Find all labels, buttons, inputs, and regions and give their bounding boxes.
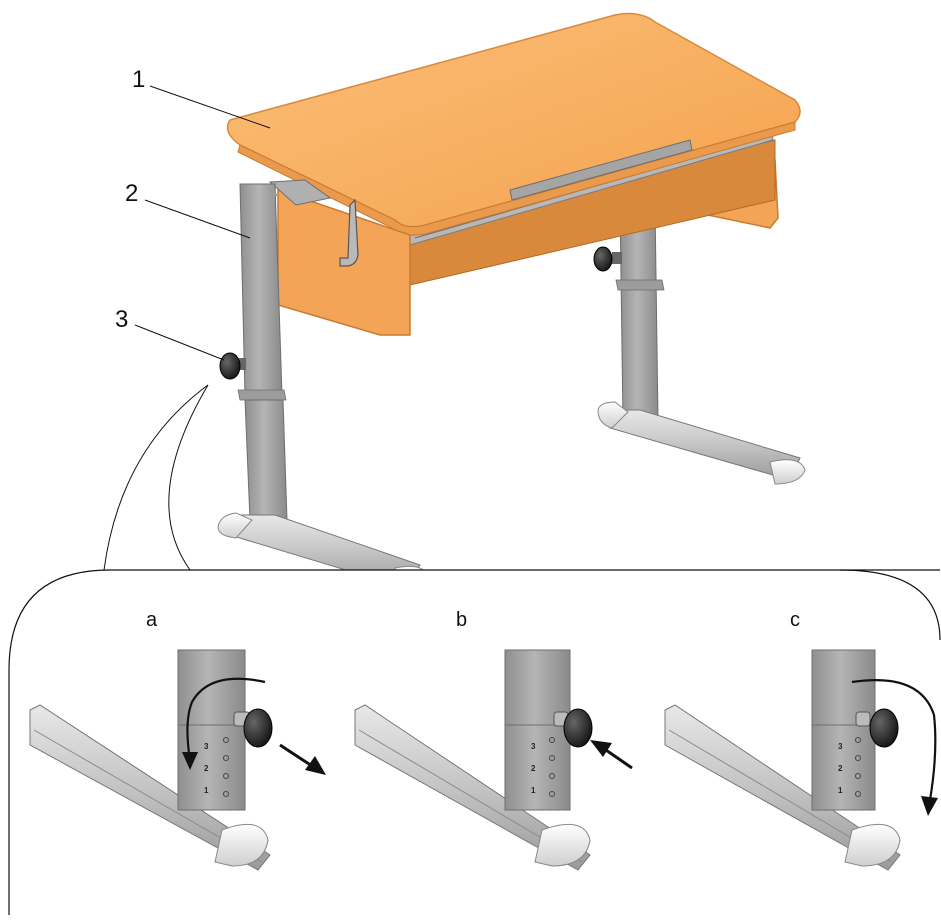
bag-hook-icon	[339, 198, 359, 267]
scale-mark-1: 1	[204, 786, 209, 795]
right-leg	[597, 204, 806, 485]
callout-1-label: 1	[132, 66, 146, 93]
detail-b: 3 2 1	[354, 649, 633, 871]
zoom-line-right	[168, 384, 209, 571]
push-in-arrow-icon	[602, 746, 633, 770]
zoom-line-left	[103, 384, 209, 571]
knob-icon	[243, 708, 273, 748]
step-a-label: a	[146, 609, 158, 631]
right-foot-cap	[769, 459, 806, 485]
leader-1	[149, 85, 271, 129]
right-knob-icon	[593, 246, 622, 272]
rotate-cw-arrow-icon	[851, 679, 937, 801]
scale-mark-3: 3	[531, 742, 536, 751]
callout-leaders	[134, 85, 271, 361]
step-c-label: c	[790, 609, 800, 631]
scale-mark-2: 2	[838, 764, 843, 773]
leader-2	[144, 199, 251, 239]
scale-mark-3: 3	[204, 742, 209, 751]
callout-2-label: 2	[125, 180, 139, 207]
left-knob-icon	[219, 352, 246, 380]
knob-icon	[563, 708, 593, 748]
scale-mark-1: 1	[838, 786, 843, 795]
pen-tray	[509, 139, 693, 201]
callout-3-label: 3	[115, 306, 129, 333]
pull-out-arrow-icon	[279, 743, 313, 768]
detail-c: 3 2 1	[664, 649, 938, 871]
step-b-label: b	[456, 609, 468, 631]
leader-3	[134, 324, 225, 361]
scale-mark-1: 1	[531, 786, 536, 795]
rotate-ccw-arrow-icon	[186, 677, 266, 761]
scale-mark-2: 2	[204, 764, 209, 773]
scale-mark-3: 3	[838, 742, 843, 751]
knob-icon	[869, 708, 899, 748]
desk	[217, 12, 806, 591]
detail-a: 3 2 1	[29, 649, 326, 871]
scale-mark-2: 2	[531, 764, 536, 773]
